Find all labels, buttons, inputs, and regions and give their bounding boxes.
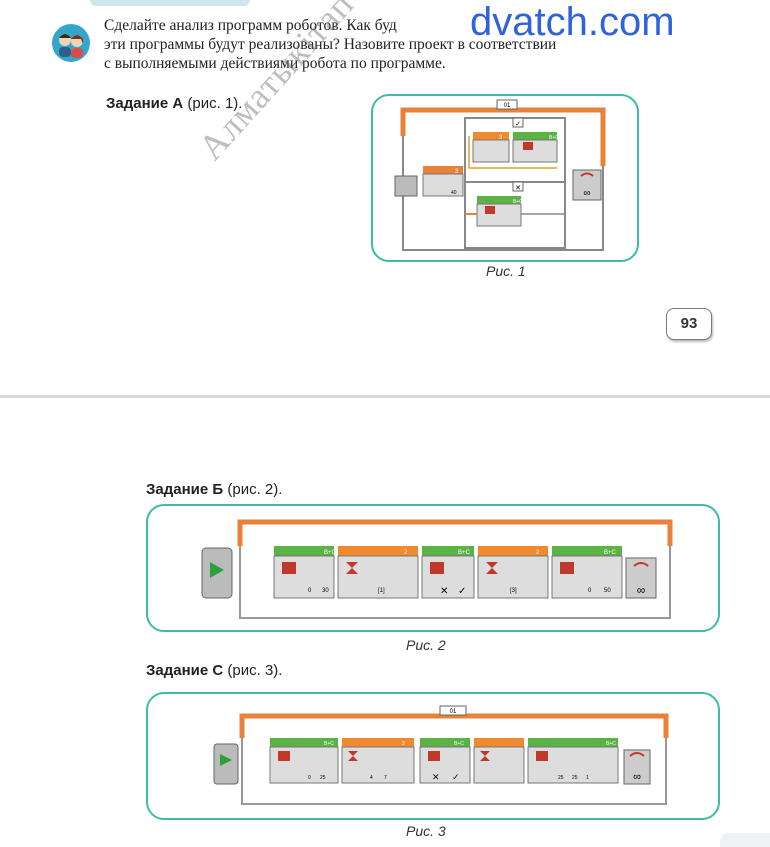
- fig2-block-label: 2: [404, 550, 408, 556]
- fig2-infinity: ∞: [637, 583, 646, 597]
- fig1-false-mark: ✕: [515, 185, 521, 192]
- fig2-value: 0: [308, 588, 312, 594]
- svg-text:✓: ✓: [452, 772, 460, 782]
- fig2-block-label: 2: [536, 550, 540, 556]
- fig3-block-label: B+C: [324, 741, 334, 747]
- fig3-block-label: 3: [402, 741, 405, 747]
- page-number: 93: [666, 308, 712, 340]
- page-divider: [0, 395, 770, 398]
- fig1-infinity: ∞: [583, 188, 590, 199]
- task-a-label: Задание А (рис. 1).: [106, 95, 242, 112]
- task-a-ref: (рис. 1).: [183, 95, 243, 112]
- fig3-value: 4: [370, 775, 373, 781]
- svg-text:✕: ✕: [440, 586, 448, 597]
- figure-1-frame: 01 3 40 ✓ ✕ 3 B+C B+C ∞: [371, 94, 639, 262]
- intro-line: Сделайте анализ программ роботов. Как бу…: [104, 17, 397, 34]
- top-decor-band: [90, 0, 250, 6]
- fig2-block-label: B+C: [324, 550, 337, 556]
- task-b-label: Задание Б (рис. 2).: [146, 481, 282, 498]
- fig2-value: [1]: [378, 588, 385, 594]
- fig1-motor-ports-top: B+C: [549, 135, 559, 141]
- fig1-loop-label: 01: [504, 103, 511, 109]
- figure-2-program: B+C 0 30 2 [1] B+C ✕ ✓ 2 [3] B+C 0 50 ∞: [201, 519, 673, 619]
- fig3-infinity: ∞: [633, 771, 641, 783]
- svg-text:✕: ✕: [432, 772, 440, 782]
- intro-line: эти программы будут реализованы? Назовит…: [104, 36, 557, 53]
- fig3-value: 7: [384, 775, 387, 781]
- svg-text:✓: ✓: [458, 586, 466, 597]
- figure-3-program: 01 B+C 0 25 3 4 7 B+C ✕ ✓ B+C 25 25 1 ∞: [213, 705, 669, 805]
- task-b-ref: (рис. 2).: [223, 481, 283, 498]
- fig2-value: 30: [322, 588, 329, 594]
- task-c-label: Задание С (рис. 3).: [146, 662, 282, 679]
- figure-3-frame: 01 B+C 0 25 3 4 7 B+C ✕ ✓ B+C 25 25 1 ∞: [146, 692, 720, 820]
- task-c-title: Задание С: [146, 662, 224, 679]
- fig3-block-label: B+C: [606, 741, 616, 747]
- fig1-sensor-port: 3: [455, 169, 459, 175]
- fig3-value: 0: [308, 775, 311, 781]
- task-a-title: Задание А: [106, 95, 184, 112]
- task-c-ref: (рис. 3).: [223, 662, 283, 679]
- fig2-value: 50: [604, 588, 611, 594]
- fig3-block-label: B+C: [454, 741, 464, 747]
- figure-2-frame: B+C 0 30 2 [1] B+C ✕ ✓ 2 [3] B+C 0 50 ∞: [146, 504, 720, 632]
- fig3-value: 1: [586, 775, 589, 781]
- watermark-site: dvatch.com: [470, 0, 675, 44]
- fig2-value: [3]: [510, 588, 517, 594]
- students-avatar-icon: [52, 24, 90, 62]
- fig2-value: 0: [588, 588, 592, 594]
- fig2-block-label: B+C: [604, 550, 617, 556]
- figure-2-caption: Рис. 2: [406, 637, 446, 653]
- corner-decor: [720, 833, 770, 847]
- figure-1-program: 01 3 40 ✓ ✕ 3 B+C B+C ∞: [394, 99, 606, 251]
- figure-1-caption: Рис. 1: [486, 263, 526, 279]
- task-b-title: Задание Б: [146, 481, 224, 498]
- fig1-inner-port: 3: [499, 135, 503, 141]
- fig3-value: 25: [320, 775, 326, 781]
- fig1-true-mark: ✓: [515, 121, 521, 128]
- figure-3-caption: Рис. 3: [406, 823, 446, 839]
- intro-line: с выполняемыми действиями робота по прог…: [104, 55, 446, 72]
- intro-text: Сделайте анализ программ роботов. Как бу…: [104, 16, 694, 73]
- fig1-sensor-value: 40: [451, 190, 457, 196]
- fig3-loop-label: 01: [450, 709, 457, 715]
- fig1-motor-ports-bottom: B+C: [513, 199, 523, 205]
- fig3-value: 25: [558, 775, 564, 781]
- fig3-value: 25: [572, 775, 578, 781]
- fig2-block-label: B+C: [458, 550, 471, 556]
